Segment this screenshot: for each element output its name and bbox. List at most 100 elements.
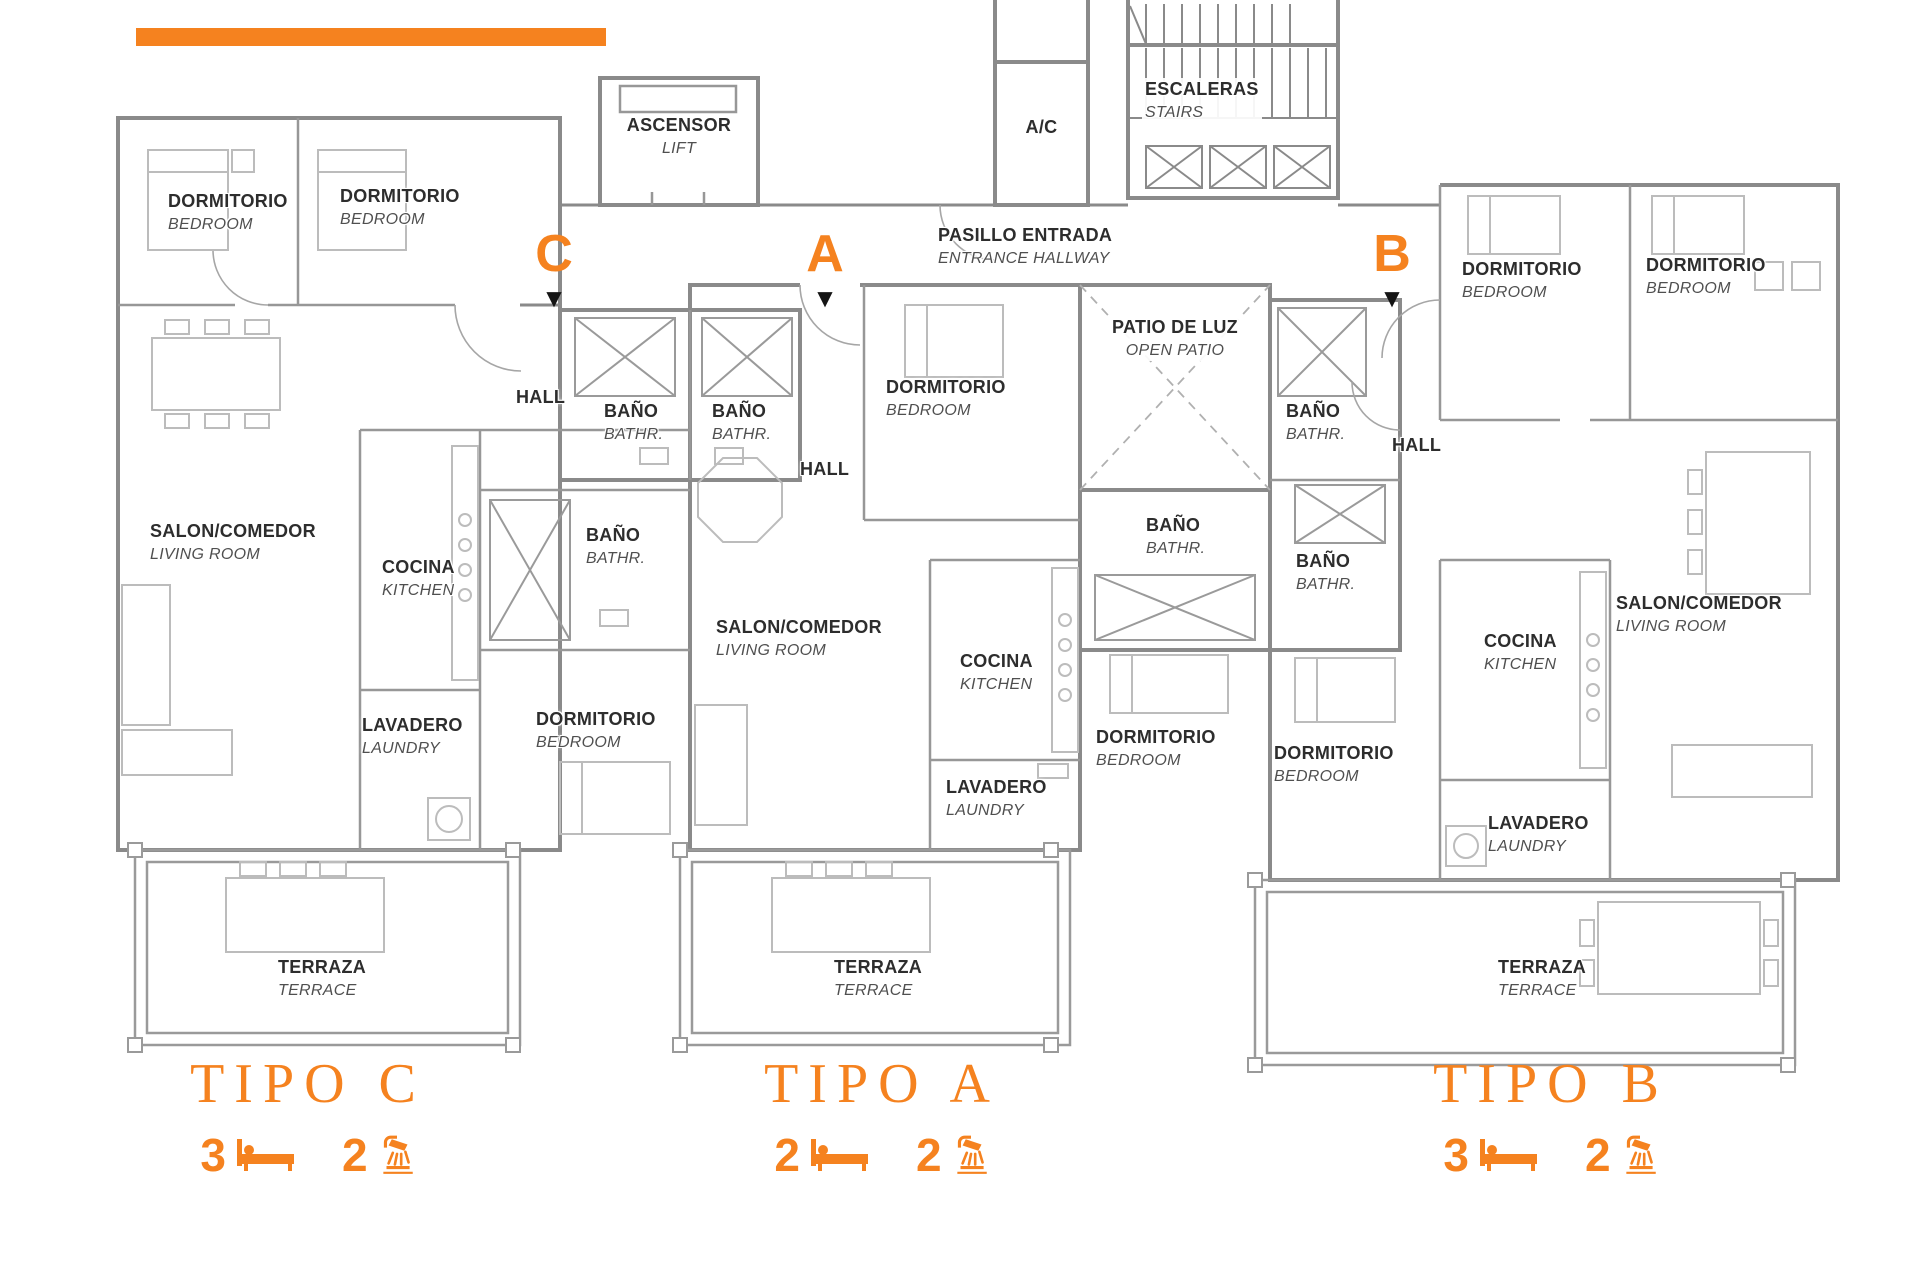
unit-type-counts: 3 2	[1381, 1128, 1721, 1182]
down-triangle-icon: ▼	[1379, 283, 1405, 313]
room-name-es: BAÑO	[1146, 515, 1201, 535]
shower-trays	[489, 307, 1386, 641]
room-name-en: KITCHEN	[960, 675, 1033, 693]
shower-icon	[1625, 1135, 1656, 1174]
room-name-es: LAVADERO	[946, 777, 1047, 797]
bathroom-count-number: 2	[342, 1129, 368, 1181]
room-name-es: COCINA	[1484, 631, 1557, 651]
bathroom-count-number: 2	[1585, 1129, 1611, 1181]
room-label-terrace-b: TERRAZA TERRACE	[1498, 956, 1586, 1001]
room-name-en: BEDROOM	[1096, 751, 1181, 769]
down-triangle-icon: ▼	[812, 283, 838, 313]
room-name-es: LAVADERO	[362, 715, 463, 735]
room-name-es: LAVADERO	[1488, 813, 1589, 833]
room-name-es: HALL	[516, 387, 566, 407]
terrace-walls	[133, 848, 1797, 1067]
room-label-laundry-b: LAVADERO LAUNDRY	[1488, 812, 1589, 857]
room-name-en: TERRACE	[1498, 981, 1577, 999]
room-name-es: HALL	[1392, 435, 1442, 455]
bedroom-count: 3	[200, 1128, 296, 1182]
room-name-es: SALON/COMEDOR	[150, 521, 316, 541]
room-name-es: TERRAZA	[278, 957, 367, 977]
interior-walls	[118, 84, 1838, 880]
room-name-es: DORMITORIO	[340, 186, 460, 206]
room-label-hall-b: HALL	[1392, 434, 1441, 458]
bedroom-count: 2	[774, 1128, 870, 1182]
unit-marker-b: B ▼	[1356, 228, 1428, 311]
room-name-en: BATHR.	[712, 425, 772, 443]
room-name-en: KITCHEN	[1484, 655, 1557, 673]
room-name-es: DORMITORIO	[536, 709, 656, 729]
bedroom-count-number: 3	[200, 1129, 226, 1181]
room-name-es: SALON/COMEDOR	[716, 617, 882, 637]
room-name-es: HALL	[800, 459, 850, 479]
room-label-laundry-c: LAVADERO LAUNDRY	[362, 714, 463, 759]
room-name-es: BAÑO	[1286, 401, 1341, 421]
room-name-es: A/C	[1025, 117, 1058, 137]
bathroom-count: 2	[916, 1128, 990, 1182]
room-name-en: STAIRS	[1142, 101, 1262, 123]
room-name-en: BATHR.	[586, 549, 646, 567]
room-name-en: BEDROOM	[340, 210, 425, 228]
room-name-es: ESCALERAS	[1142, 78, 1262, 102]
room-name-es: TERRAZA	[1498, 957, 1587, 977]
room-label-bathroom-c2: BAÑO BATHR.	[586, 524, 645, 569]
room-label-ac: A/C	[995, 116, 1088, 140]
room-label-kitchen-b: COCINA KITCHEN	[1484, 630, 1557, 675]
room-label-hall-a: HALL	[800, 458, 849, 482]
bedroom-count: 3	[1443, 1128, 1539, 1182]
room-label-bedroom-c2: DORMITORIO BEDROOM	[340, 185, 460, 230]
room-name-es: DORMITORIO	[1646, 255, 1766, 275]
door-arcs	[212, 204, 1441, 431]
shower-icon	[956, 1135, 987, 1174]
bed-icon	[1480, 1139, 1537, 1171]
room-name-es: BAÑO	[586, 525, 641, 545]
unit-type-title: TIPO A	[764, 1053, 1000, 1115]
room-name-en: BEDROOM	[168, 215, 253, 233]
unit-type-title: TIPO B	[1433, 1053, 1669, 1115]
room-name-en: BEDROOM	[1274, 767, 1359, 785]
room-name-en: BATHR.	[1146, 539, 1206, 557]
room-name-en: LIVING ROOM	[150, 545, 260, 563]
corridor-walls	[520, 203, 1440, 307]
terrace-pillars	[127, 842, 1796, 1073]
room-name-en: BATHR.	[1286, 425, 1346, 443]
legend-tipo-c: TIPO C 3 2	[138, 1052, 478, 1182]
room-name-es: DORMITORIO	[1462, 259, 1582, 279]
unit-marker-letter: A	[806, 225, 844, 283]
room-label-bathroom-a2: BAÑO BATHR.	[1146, 514, 1205, 559]
room-label-living-room-a: SALON/COMEDOR LIVING ROOM	[716, 616, 882, 661]
room-name-es: ASCENSOR	[626, 115, 732, 135]
room-name-en: TERRACE	[834, 981, 913, 999]
unit-marker-letter: C	[535, 225, 573, 283]
room-name-en: KITCHEN	[382, 581, 455, 599]
room-name-en: LIVING ROOM	[716, 641, 826, 659]
room-name-en: OPEN PATIO	[1085, 339, 1265, 361]
room-name-en: LIFT	[661, 139, 697, 157]
room-name-en: LIVING ROOM	[1616, 617, 1726, 635]
shower-icon	[382, 1135, 413, 1174]
room-name-es: BAÑO	[604, 401, 659, 421]
room-name-en: LAUNDRY	[1488, 837, 1566, 855]
bathroom-count-number: 2	[916, 1129, 942, 1181]
room-name-en: LAUNDRY	[362, 739, 440, 757]
room-name-es: BAÑO	[1296, 551, 1351, 571]
room-name-en: LAUNDRY	[946, 801, 1024, 819]
unit-type-title: TIPO C	[190, 1053, 426, 1115]
legend-tipo-b: TIPO B 3 2	[1381, 1052, 1721, 1182]
furniture	[121, 149, 1821, 995]
room-name-es: DORMITORIO	[168, 191, 288, 211]
room-name-es: DORMITORIO	[886, 377, 1006, 397]
